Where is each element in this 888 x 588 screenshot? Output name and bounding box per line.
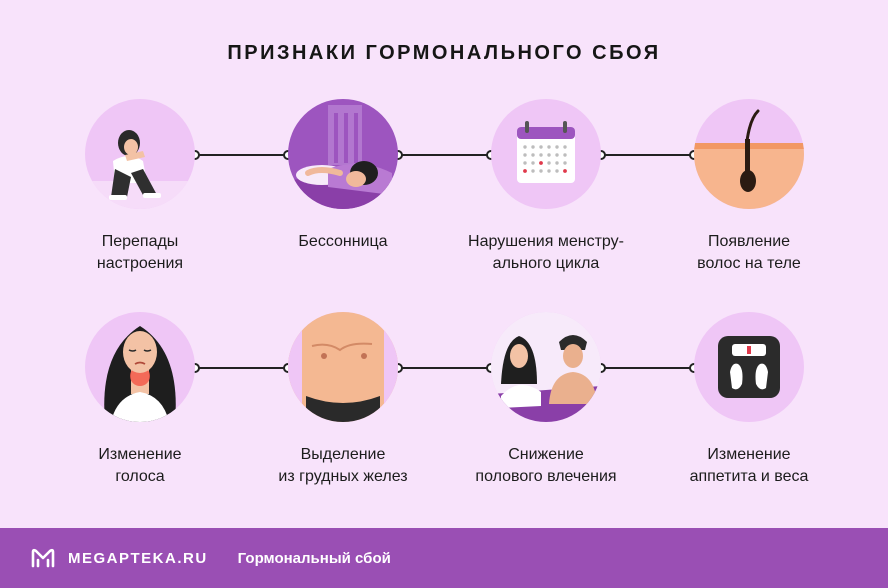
throat-pain-icon <box>85 312 195 422</box>
connector-line <box>601 367 694 369</box>
connector-line <box>398 154 491 156</box>
sign-label: Появление волос на теле <box>697 233 801 272</box>
connector-line <box>195 154 288 156</box>
megapteka-logo-icon <box>31 548 55 568</box>
footer-bar: MEGAPTEKA.RU Гормональный сбой <box>0 528 888 588</box>
sign-label: Изменение аппетита и веса <box>689 446 809 485</box>
sign-label: Снижение полового влечения <box>475 446 617 485</box>
connector-line <box>398 367 491 369</box>
sign-label: Перепады настроения <box>96 233 184 272</box>
connector-line <box>195 367 288 369</box>
signs-row-2: Изменение голоса Выделение из грудных же… <box>0 312 888 485</box>
sign-label: Изменение голоса <box>98 446 182 485</box>
sign-label: Бессонница <box>298 233 388 250</box>
couple-icon <box>491 312 601 422</box>
signs-row-1: Перепады настроения Бессонница <box>0 99 888 272</box>
brand-name[interactable]: MEGAPTEKA.RU <box>68 549 208 567</box>
sign-label: Выделение из грудных желез <box>278 446 408 485</box>
calendar-icon <box>491 99 601 209</box>
hair-follicle-icon <box>694 99 804 209</box>
insomnia-icon <box>288 99 398 209</box>
scale-icon <box>694 312 804 422</box>
footer-subtitle: Гормональный сбой <box>237 549 391 567</box>
connector-line <box>601 154 694 156</box>
sad-woman-icon <box>85 99 195 209</box>
sign-label: Нарушения менстру- ального цикла <box>468 233 624 272</box>
chest-icon <box>288 312 398 422</box>
page-title: ПРИЗНАКИ ГОРМОНАЛЬНОГО СБОЯ <box>227 42 661 64</box>
